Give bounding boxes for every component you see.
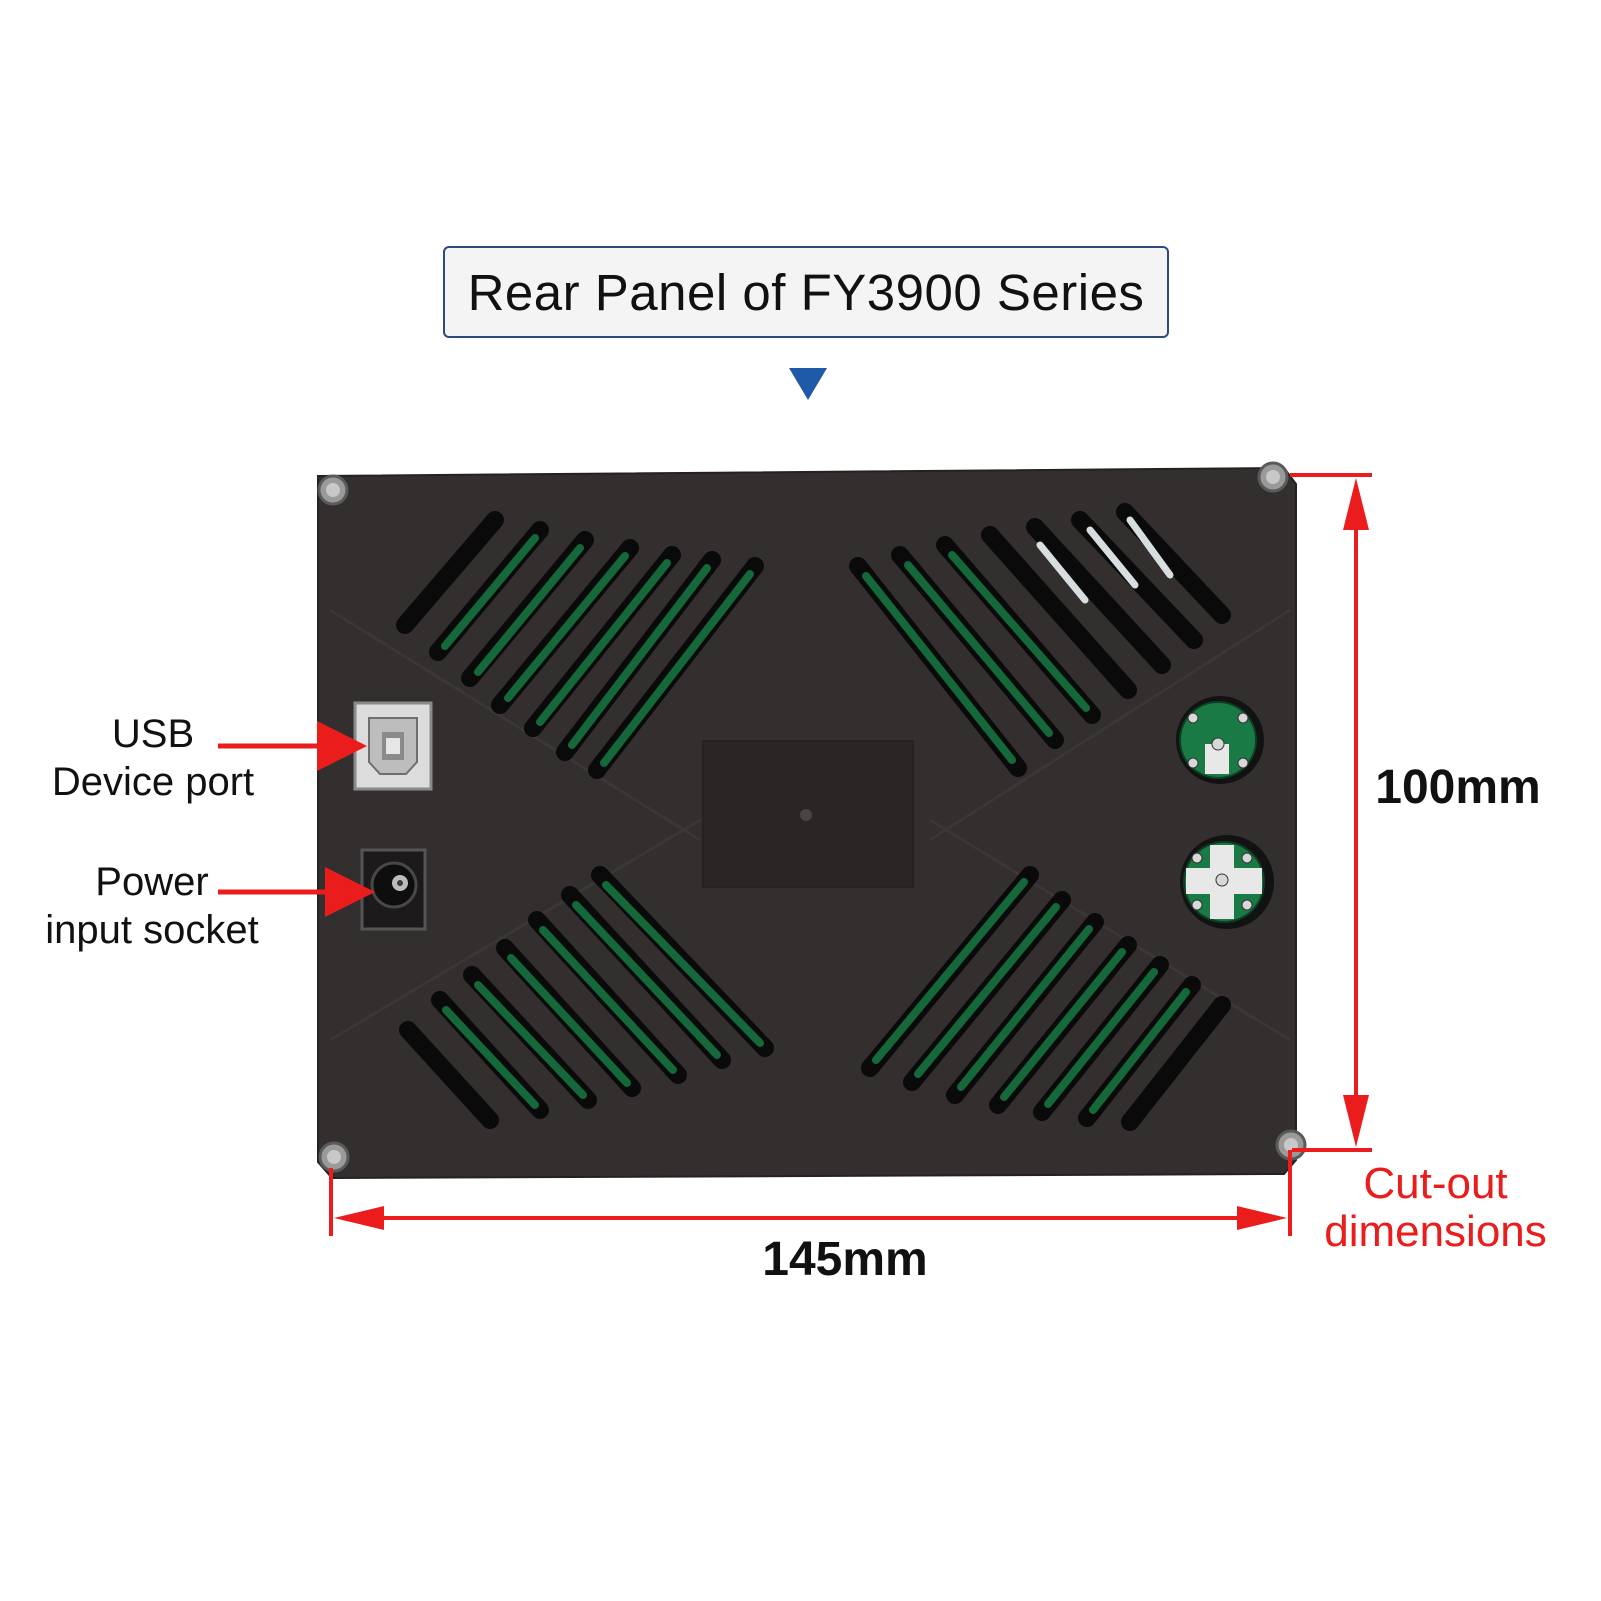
output-connector-upper xyxy=(1176,696,1264,784)
center-screw xyxy=(800,809,812,821)
output-connector-lower xyxy=(1180,835,1274,929)
width-dimension-line xyxy=(329,1150,1292,1236)
vent-slots-bottom-right xyxy=(861,866,1231,1131)
down-triangle-icon xyxy=(789,368,827,400)
width-arrow-right xyxy=(1237,1206,1287,1230)
dc-jack-icon xyxy=(360,848,427,931)
page-title: Rear Panel of FY3900 Series xyxy=(467,263,1145,321)
usb-label-line1: USB xyxy=(111,712,195,756)
cutout-label-line2: dimensions xyxy=(1324,1207,1547,1256)
power-label: Power input socket xyxy=(30,858,274,954)
height-arrow-top xyxy=(1343,478,1369,530)
panel-creases xyxy=(329,608,1291,1042)
usb-label-line2: Device port xyxy=(51,760,255,804)
height-arrow-bottom xyxy=(1343,1095,1369,1147)
usb-b-port-icon xyxy=(353,701,433,791)
height-dimension-label: 100mm xyxy=(1375,761,1541,814)
vent-slots-bottom-left xyxy=(399,866,774,1129)
cutout-label: Cut-out dimensions xyxy=(1298,1160,1573,1256)
height-dimension-line xyxy=(1290,473,1372,1152)
power-label-line2: input socket xyxy=(45,908,259,952)
title-box: Rear Panel of FY3900 Series xyxy=(443,246,1169,338)
vent-slots-top-right xyxy=(849,503,1231,777)
width-dimension-label: 145mm xyxy=(762,1233,928,1286)
corner-screws xyxy=(317,461,1307,1173)
usb-label: USB Device port xyxy=(38,710,268,806)
width-arrow-left xyxy=(334,1206,384,1230)
vent-slots-top-left xyxy=(396,511,764,779)
power-label-line1: Power xyxy=(95,860,209,904)
cutout-label-line1: Cut-out xyxy=(1363,1159,1508,1208)
